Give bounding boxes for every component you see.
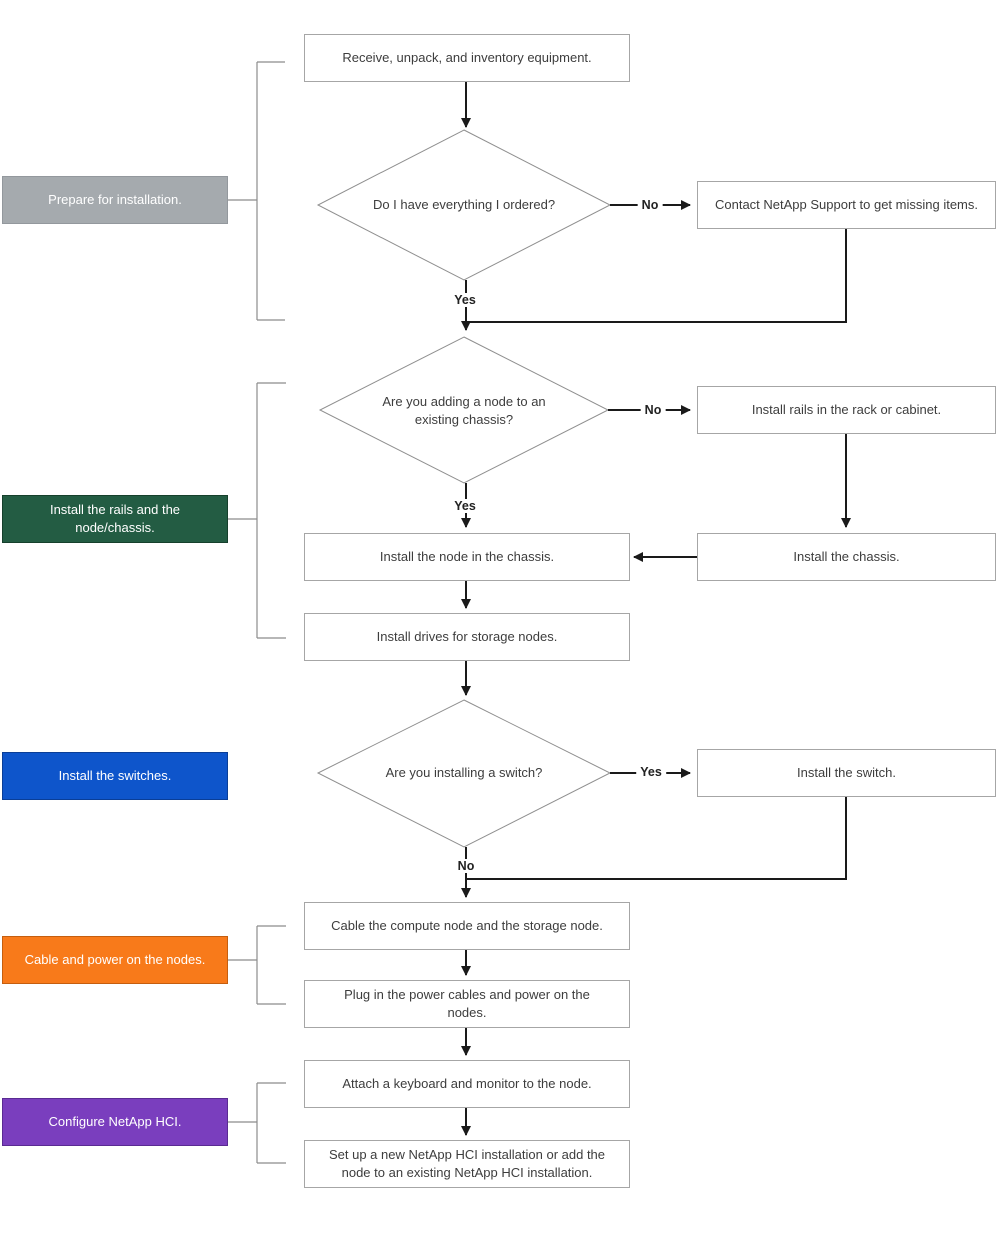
step-attach-keyboard: Attach a keyboard and monitor to the nod… bbox=[304, 1060, 630, 1108]
edge-label-no-1: No bbox=[637, 198, 663, 212]
section-brackets bbox=[228, 61, 286, 1164]
edge-label-yes-1: Yes bbox=[450, 293, 480, 307]
edge-label-no-2: No bbox=[640, 403, 666, 417]
edge-label-yes-3: Yes bbox=[636, 765, 666, 779]
decision-diamond-existing-chassis bbox=[318, 336, 610, 484]
step-receive-unpack: Receive, unpack, and inventory equipment… bbox=[304, 34, 630, 82]
edge-label-no-3: No bbox=[453, 859, 479, 873]
decision-diamond-ordered bbox=[316, 129, 612, 281]
step-contact-support: Contact NetApp Support to get missing it… bbox=[697, 181, 996, 229]
step-cable-nodes: Cable the compute node and the storage n… bbox=[304, 902, 630, 950]
decision-diamond-switch bbox=[316, 699, 612, 848]
edge-label-yes-2: Yes bbox=[450, 499, 480, 513]
section-label-rails-node-chassis: Install the rails and the node/chassis. bbox=[2, 495, 228, 543]
step-install-drives: Install drives for storage nodes. bbox=[304, 613, 630, 661]
section-label-prepare: Prepare for installation. bbox=[2, 176, 228, 224]
decision-existing-chassis-text: Are you adding a node to an existing cha… bbox=[382, 393, 546, 427]
section-label-configure-hci: Configure NetApp HCI. bbox=[2, 1098, 228, 1146]
step-install-chassis: Install the chassis. bbox=[697, 533, 996, 581]
step-install-rails: Install rails in the rack or cabinet. bbox=[697, 386, 996, 434]
step-install-switch: Install the switch. bbox=[697, 749, 996, 797]
decision-switch-text: Are you installing a switch? bbox=[385, 764, 543, 780]
section-label-switches: Install the switches. bbox=[2, 752, 228, 800]
step-power-on: Plug in the power cables and power on th… bbox=[304, 980, 630, 1028]
section-label-cable-power: Cable and power on the nodes. bbox=[2, 936, 228, 984]
step-setup-hci: Set up a new NetApp HCI installation or … bbox=[304, 1140, 630, 1188]
step-install-node: Install the node in the chassis. bbox=[304, 533, 630, 581]
decision-ordered-text: Do I have everything I ordered? bbox=[372, 196, 556, 212]
flow-arrows bbox=[461, 82, 851, 1136]
